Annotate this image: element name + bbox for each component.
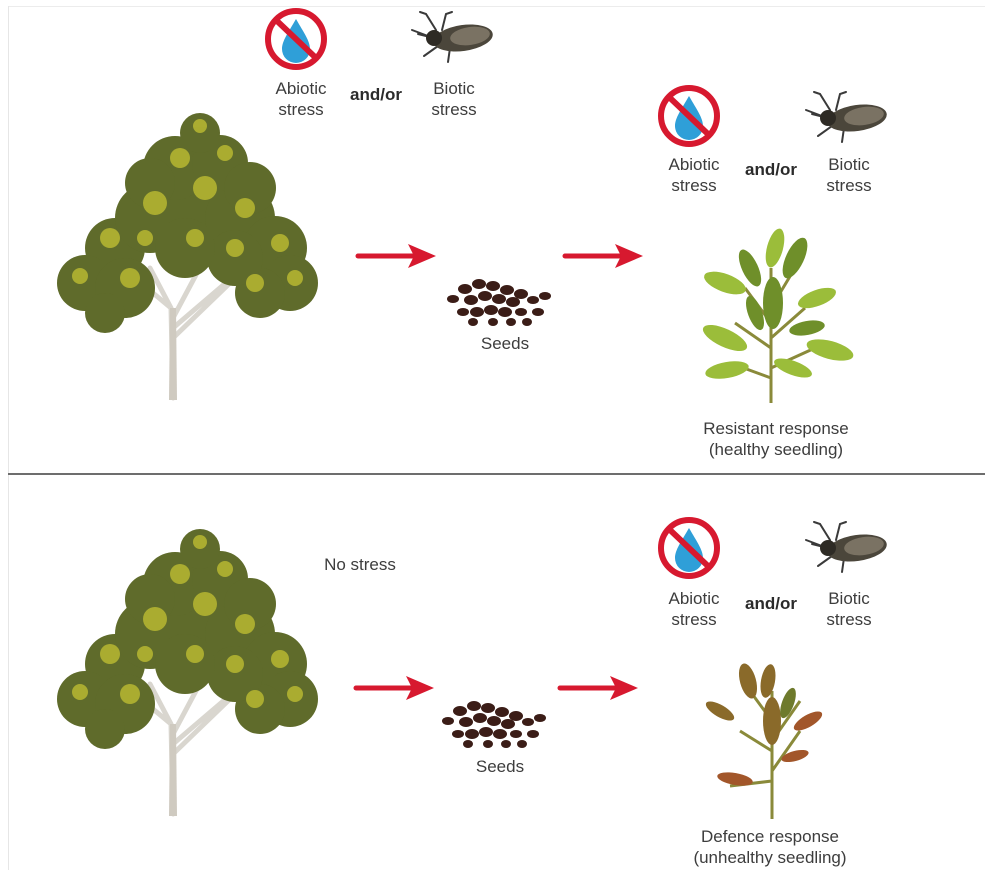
insect-icon	[408, 8, 500, 70]
resistant-response-label: Resistant response(healthy seedling)	[676, 418, 876, 460]
insect-icon	[802, 88, 894, 150]
tree-icon	[55, 108, 325, 408]
no-water-icon	[657, 84, 723, 150]
seeds-label: Seeds	[465, 756, 535, 777]
and-or-connector: and/or	[350, 85, 402, 105]
tree-icon	[55, 524, 325, 824]
and-or-connector: and/or	[745, 160, 797, 180]
seeds-label: Seeds	[470, 333, 540, 354]
insect-icon	[802, 518, 894, 580]
no-water-icon	[657, 516, 723, 582]
no-water-icon	[264, 7, 330, 73]
seeds-icon	[438, 696, 550, 752]
defence-response-label: Defence response(unhealthy seedling)	[670, 826, 870, 868]
panel-divider	[8, 473, 985, 475]
arrow-right-icon	[565, 242, 647, 272]
arrow-right-icon	[356, 674, 438, 704]
arrow-right-icon	[560, 674, 642, 704]
arrow-right-icon	[358, 242, 440, 272]
no-stress-label: No stress	[310, 554, 410, 575]
and-or-connector: and/or	[745, 594, 797, 614]
seeds-icon	[443, 274, 555, 330]
seedling-icon	[700, 661, 830, 821]
seedling-icon	[695, 228, 855, 406]
